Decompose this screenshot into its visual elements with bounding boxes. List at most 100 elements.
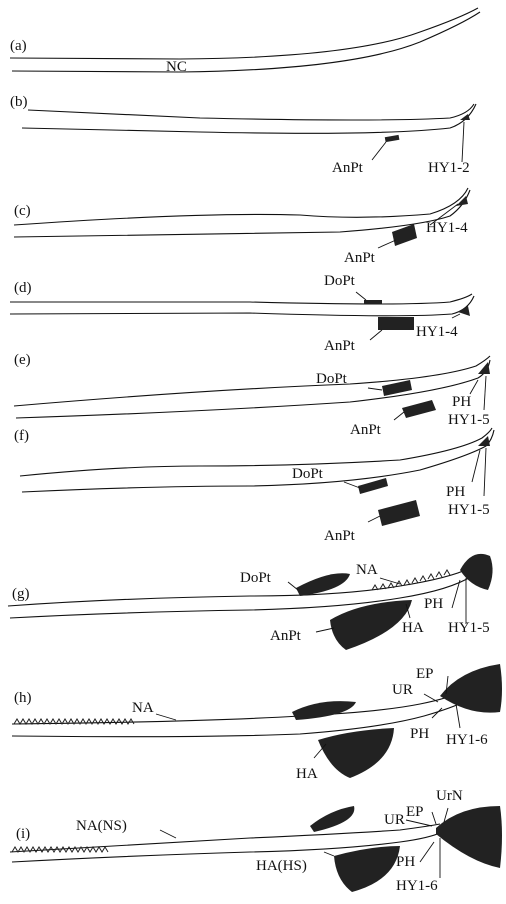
- panel-d-leader-anpt: [370, 330, 382, 340]
- panel-d: (d) DoPt AnPt HY1-4: [10, 273, 474, 354]
- panel-i-label-ph: PH: [396, 854, 415, 870]
- panel-a-notochord-lower: [12, 12, 480, 72]
- panel-g-neural-arches: [372, 570, 450, 590]
- panel-f-leader-ph: [472, 450, 480, 482]
- panel-f-leader-anpt: [368, 516, 380, 522]
- panel-f-label-hy: HY1-5: [448, 502, 490, 518]
- panel-f-label-dopt: DoPt: [292, 466, 324, 482]
- panel-d-anal-pterygiophores: [378, 317, 414, 330]
- panel-d-label-hy: HY1-4: [416, 324, 458, 340]
- panel-h-neural-arches: [14, 719, 134, 724]
- panel-c-label-anpt: AnPt: [344, 250, 376, 266]
- panel-g-label-dopt: DoPt: [240, 570, 272, 586]
- panel-e-leader-anpt: [394, 412, 404, 420]
- panel-i-anal-fin: [334, 846, 400, 892]
- panel-g-label-hy: HY1-5: [448, 620, 490, 636]
- panel-c-label-hy: HY1-4: [426, 220, 468, 236]
- panel-b-body-upper: [28, 104, 474, 120]
- panel-g-label-ha: HA: [402, 620, 424, 636]
- panel-f-body-upper: [20, 428, 492, 476]
- panel-e-letter: (e): [14, 352, 31, 368]
- panel-f-dorsal-pterygiophores: [358, 478, 388, 494]
- panel-b-letter: (b): [10, 94, 28, 110]
- panel-d-label-dopt: DoPt: [324, 273, 356, 289]
- panel-a: (a) NC: [10, 8, 480, 75]
- panel-c-anal-pterygiophores: [392, 224, 417, 246]
- panel-h-label-ph: PH: [410, 726, 429, 742]
- panel-f-anal-pterygiophores: [378, 500, 420, 526]
- panel-d-leader-dopt: [356, 292, 366, 300]
- panel-b-label-hy: HY1-2: [428, 160, 470, 176]
- panel-e: (e) DoPt AnPt PH HY1-5: [14, 352, 490, 438]
- panel-g-label-ph: PH: [424, 596, 443, 612]
- panel-d-label-anpt: AnPt: [324, 338, 356, 354]
- panel-f-letter: (f): [14, 428, 29, 444]
- panel-g-leader-anpt: [316, 628, 334, 632]
- panel-i-label-hy: HY1-6: [396, 878, 438, 894]
- panel-i-label-ur: UR: [384, 812, 405, 828]
- panel-h-label-na: NA: [132, 700, 154, 716]
- panel-c-leader-anpt: [378, 240, 396, 248]
- panel-c-body-upper: [14, 188, 468, 225]
- panel-h-label-ep: EP: [416, 666, 434, 682]
- panel-h-body-lower: [12, 700, 468, 737]
- panel-i: (i) NA(NS) HA(HS) UR EP UrN PH HY1-6: [10, 788, 502, 894]
- panel-a-label-nc: NC: [166, 59, 187, 75]
- panel-i-leader-ep: [432, 812, 436, 824]
- panel-f: (f) DoPt AnPt PH HY1-5: [14, 428, 494, 544]
- panel-i-label-ha: HA(HS): [256, 858, 307, 874]
- panel-h-leader-hy: [456, 704, 460, 728]
- panel-h-letter: (h): [14, 690, 32, 706]
- panel-g: (g) DoPt NA AnPt HA PH HY1-5: [8, 554, 493, 650]
- panel-e-leader-hy: [484, 376, 486, 410]
- panel-i-leader-ph: [420, 842, 434, 862]
- panel-e-leader-ph: [470, 380, 478, 394]
- panel-e-body-upper: [14, 356, 490, 406]
- panel-h-caudal-fin: [440, 664, 502, 713]
- panel-e-label-anpt: AnPt: [350, 422, 382, 438]
- panel-i-label-na: NA(NS): [76, 818, 127, 834]
- panel-i-label-ep: EP: [406, 804, 424, 820]
- panel-h-label-ha: HA: [296, 766, 318, 782]
- panel-g-letter: (g): [12, 586, 30, 602]
- panel-g-anal-fin: [330, 600, 412, 650]
- panel-d-dorsal-pterygiophores: [364, 300, 382, 304]
- panel-e-label-ph: PH: [452, 394, 471, 410]
- panel-h: (h) NA HA UR EP PH HY1-6: [12, 664, 502, 782]
- panel-h-anal-fin: [318, 728, 394, 778]
- panel-b-leader-anpt: [372, 142, 386, 160]
- panel-g-caudal-fin: [460, 554, 493, 590]
- panel-b-label-anpt: AnPt: [332, 160, 364, 176]
- panel-g-label-anpt: AnPt: [270, 628, 302, 644]
- panel-f-hypural: [478, 436, 490, 446]
- panel-f-leader-hy: [484, 448, 486, 496]
- panel-i-leader-ha: [324, 852, 334, 856]
- panel-d-body-lower: [10, 296, 474, 316]
- panel-b-leader-hy: [462, 122, 464, 162]
- panel-e-label-dopt: DoPt: [316, 371, 348, 387]
- panel-c: (c) AnPt HY1-4: [14, 188, 470, 266]
- panel-b-anal-pterygiophores: [385, 135, 400, 142]
- panel-h-label-ur: UR: [392, 682, 413, 698]
- panel-c-letter: (c): [14, 203, 31, 219]
- panel-d-leader-hy: [452, 314, 460, 318]
- panel-e-label-hy: HY1-5: [448, 412, 490, 428]
- panel-a-notochord-upper: [10, 8, 478, 59]
- panel-b: (b) AnPt HY1-2: [10, 94, 476, 176]
- panel-i-leader-na: [160, 830, 176, 838]
- panel-e-anal-pterygiophores: [402, 400, 436, 418]
- panel-h-leader-na: [156, 714, 176, 720]
- panel-a-letter: (a): [10, 38, 27, 54]
- panel-f-body-lower: [22, 430, 494, 492]
- panel-e-dorsal-pterygiophores: [382, 380, 412, 396]
- panel-f-leader-dopt: [344, 482, 360, 488]
- panel-i-letter: (i): [16, 826, 30, 842]
- panel-d-body-upper: [10, 294, 472, 304]
- panel-i-label-urn: UrN: [436, 788, 463, 804]
- panel-f-label-anpt: AnPt: [324, 528, 356, 544]
- panel-f-label-ph: PH: [446, 484, 465, 500]
- panel-g-body-upper: [8, 568, 470, 606]
- panel-e-leader-dopt: [368, 388, 382, 390]
